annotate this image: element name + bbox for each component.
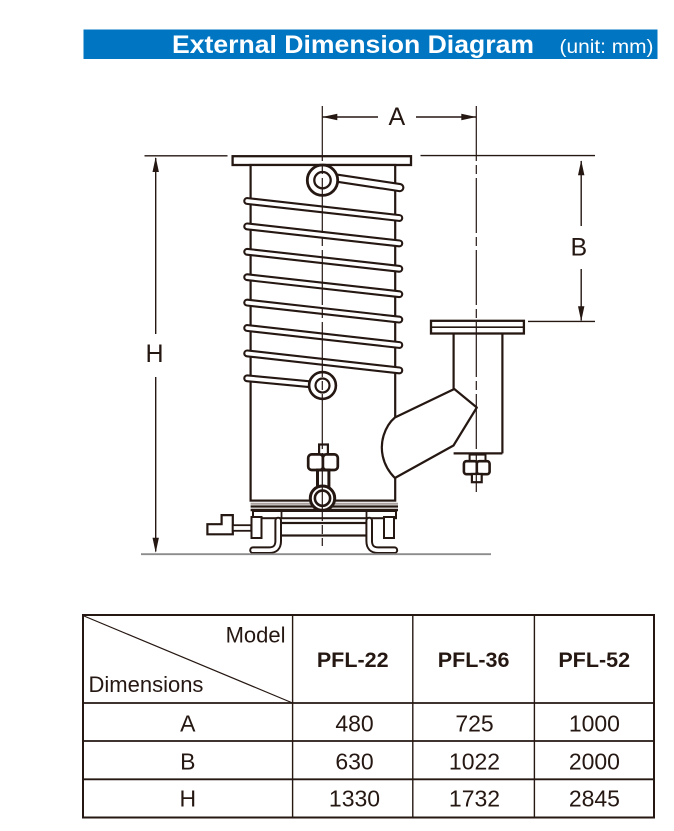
svg-text:A: A bbox=[180, 710, 196, 736]
svg-text:(unit: mm): (unit: mm) bbox=[560, 36, 654, 58]
svg-text:H: H bbox=[145, 340, 163, 368]
svg-text:B: B bbox=[570, 234, 587, 262]
svg-text:Model: Model bbox=[226, 622, 286, 647]
svg-text:PFL-22: PFL-22 bbox=[317, 648, 389, 672]
svg-text:H: H bbox=[179, 786, 196, 812]
svg-text:PFL-52: PFL-52 bbox=[558, 648, 630, 672]
svg-text:2845: 2845 bbox=[569, 786, 620, 812]
svg-text:480: 480 bbox=[335, 710, 373, 736]
svg-text:PFL-36: PFL-36 bbox=[438, 648, 510, 672]
svg-text:1732: 1732 bbox=[449, 786, 500, 812]
svg-text:725: 725 bbox=[455, 710, 493, 736]
svg-text:1000: 1000 bbox=[569, 710, 620, 736]
svg-text:External Dimension Diagram: External Dimension Diagram bbox=[172, 31, 534, 59]
svg-text:B: B bbox=[180, 748, 195, 774]
svg-text:2000: 2000 bbox=[569, 748, 620, 774]
svg-text:A: A bbox=[389, 103, 406, 131]
svg-text:Dimensions: Dimensions bbox=[89, 672, 204, 697]
svg-text:1022: 1022 bbox=[449, 748, 500, 774]
svg-text:630: 630 bbox=[335, 748, 373, 774]
svg-text:1330: 1330 bbox=[329, 786, 380, 812]
